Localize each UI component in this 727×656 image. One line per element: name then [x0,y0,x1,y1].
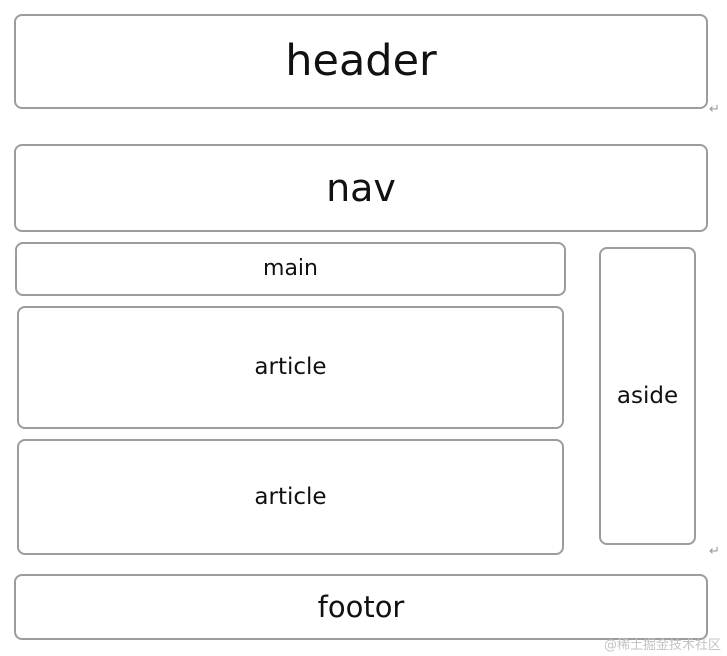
return-mark: ↵ [709,544,720,559]
footer-box: footor [14,574,708,640]
nav-label: nav [326,166,396,210]
watermark: @稀土掘金技术社区 [603,638,721,653]
main-box: main [15,242,566,296]
aside-label: aside [616,382,679,409]
footer-label: footor [317,589,405,624]
header-box: header [14,14,708,109]
article-box: article [17,306,564,429]
aside-box: aside [599,247,696,545]
return-mark: ↵ [709,102,720,117]
nav-box: nav [14,144,708,232]
article-box: article [17,439,564,555]
article-label: article [254,483,327,510]
header-label: header [285,36,437,86]
article-label: article [254,354,327,380]
main-label: main [263,256,318,281]
